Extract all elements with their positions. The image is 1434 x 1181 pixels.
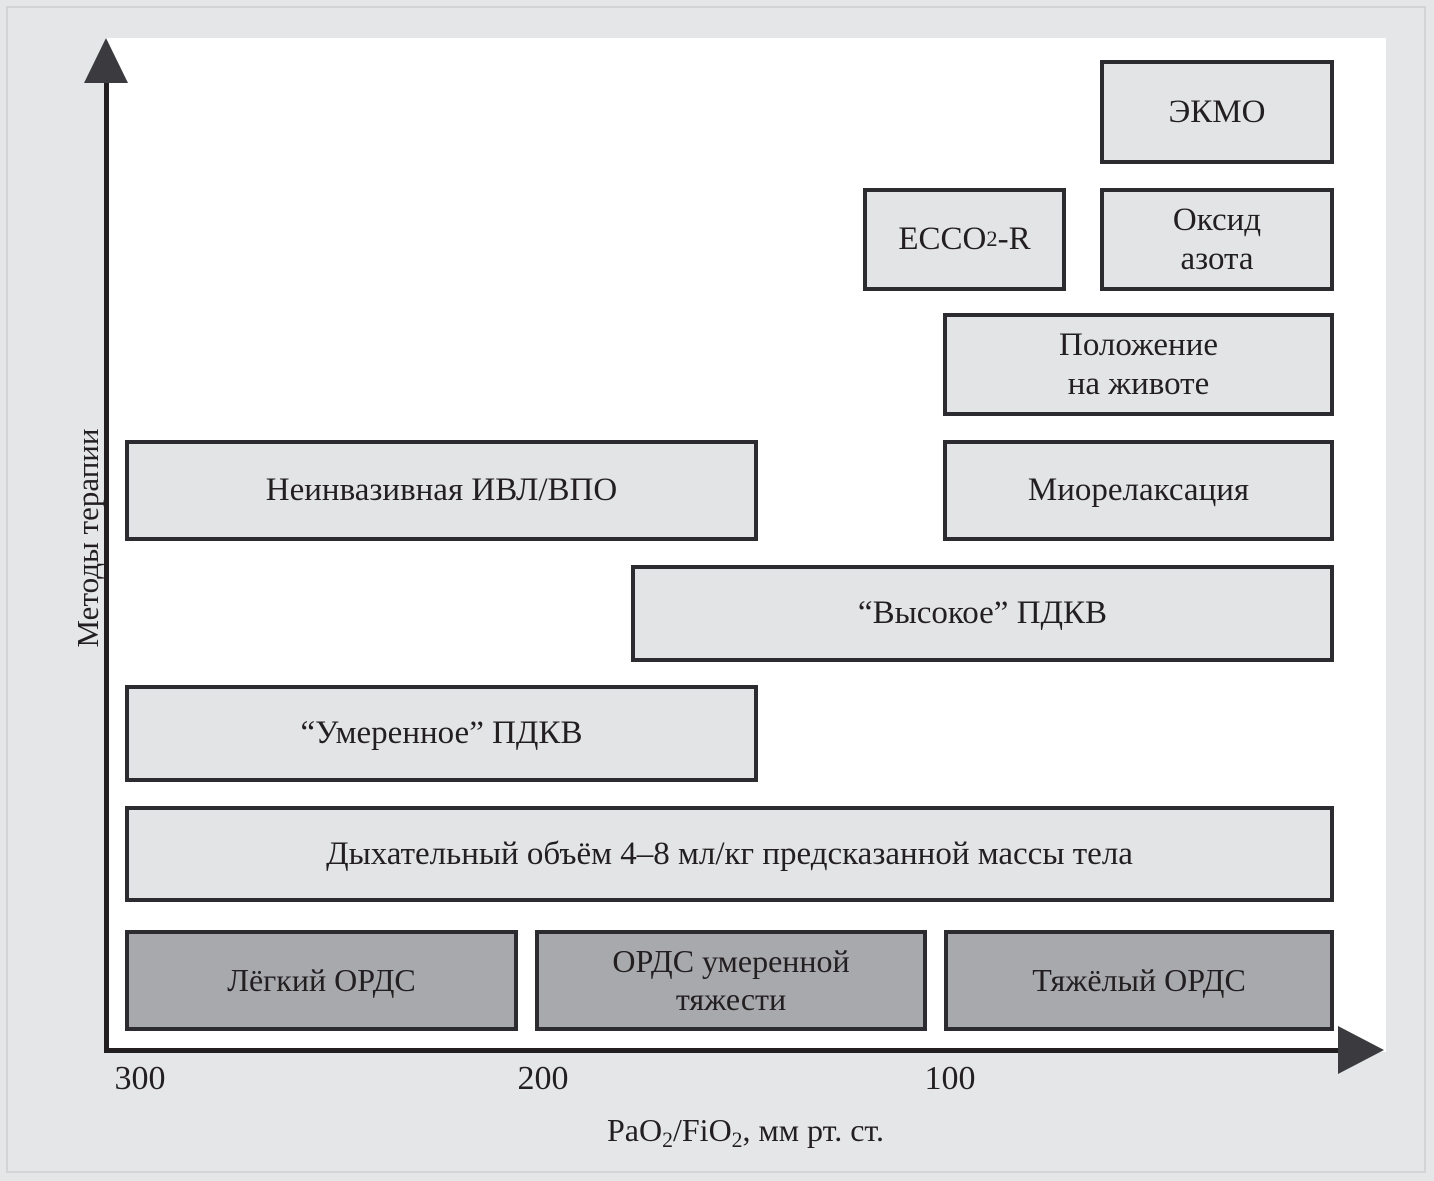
x-tick-label-100: 100 bbox=[924, 1060, 976, 1097]
severity-box-severe-ards[interactable]: Тяжёлый ОРДС bbox=[944, 930, 1334, 1031]
y-axis-arrowhead-icon bbox=[84, 38, 128, 83]
therapy-box-myorelaxation[interactable]: Миорелаксация bbox=[943, 440, 1334, 541]
x-tick-label-200: 200 bbox=[517, 1060, 569, 1097]
therapy-box-high-peep[interactable]: “Высокое” ПДКВ bbox=[631, 565, 1334, 662]
y-axis-line bbox=[104, 78, 109, 1053]
y-axis-title: Методы терапии bbox=[70, 428, 105, 648]
x-axis-arrowhead-icon bbox=[1338, 1026, 1384, 1074]
therapy-box-noninvasive-ventilation[interactable]: Неинвазивная ИВЛ/ВПО bbox=[125, 440, 758, 541]
severity-box-mild-ards[interactable]: Лёгкий ОРДС bbox=[125, 930, 518, 1031]
figure-border bbox=[6, 6, 1426, 1173]
therapy-box-ecmo[interactable]: ЭКМО bbox=[1100, 60, 1334, 164]
therapy-box-moderate-peep[interactable]: “Умеренное” ПДКВ bbox=[125, 685, 758, 782]
therapy-box-tidal-volume[interactable]: Дыхательный объём 4–8 мл/кг предсказанно… bbox=[125, 806, 1334, 902]
x-axis-line bbox=[104, 1048, 1351, 1053]
x-axis-title: PaO2/FiO2, мм рт. ст. bbox=[607, 1112, 884, 1153]
x-tick-label-300: 300 bbox=[114, 1060, 166, 1097]
